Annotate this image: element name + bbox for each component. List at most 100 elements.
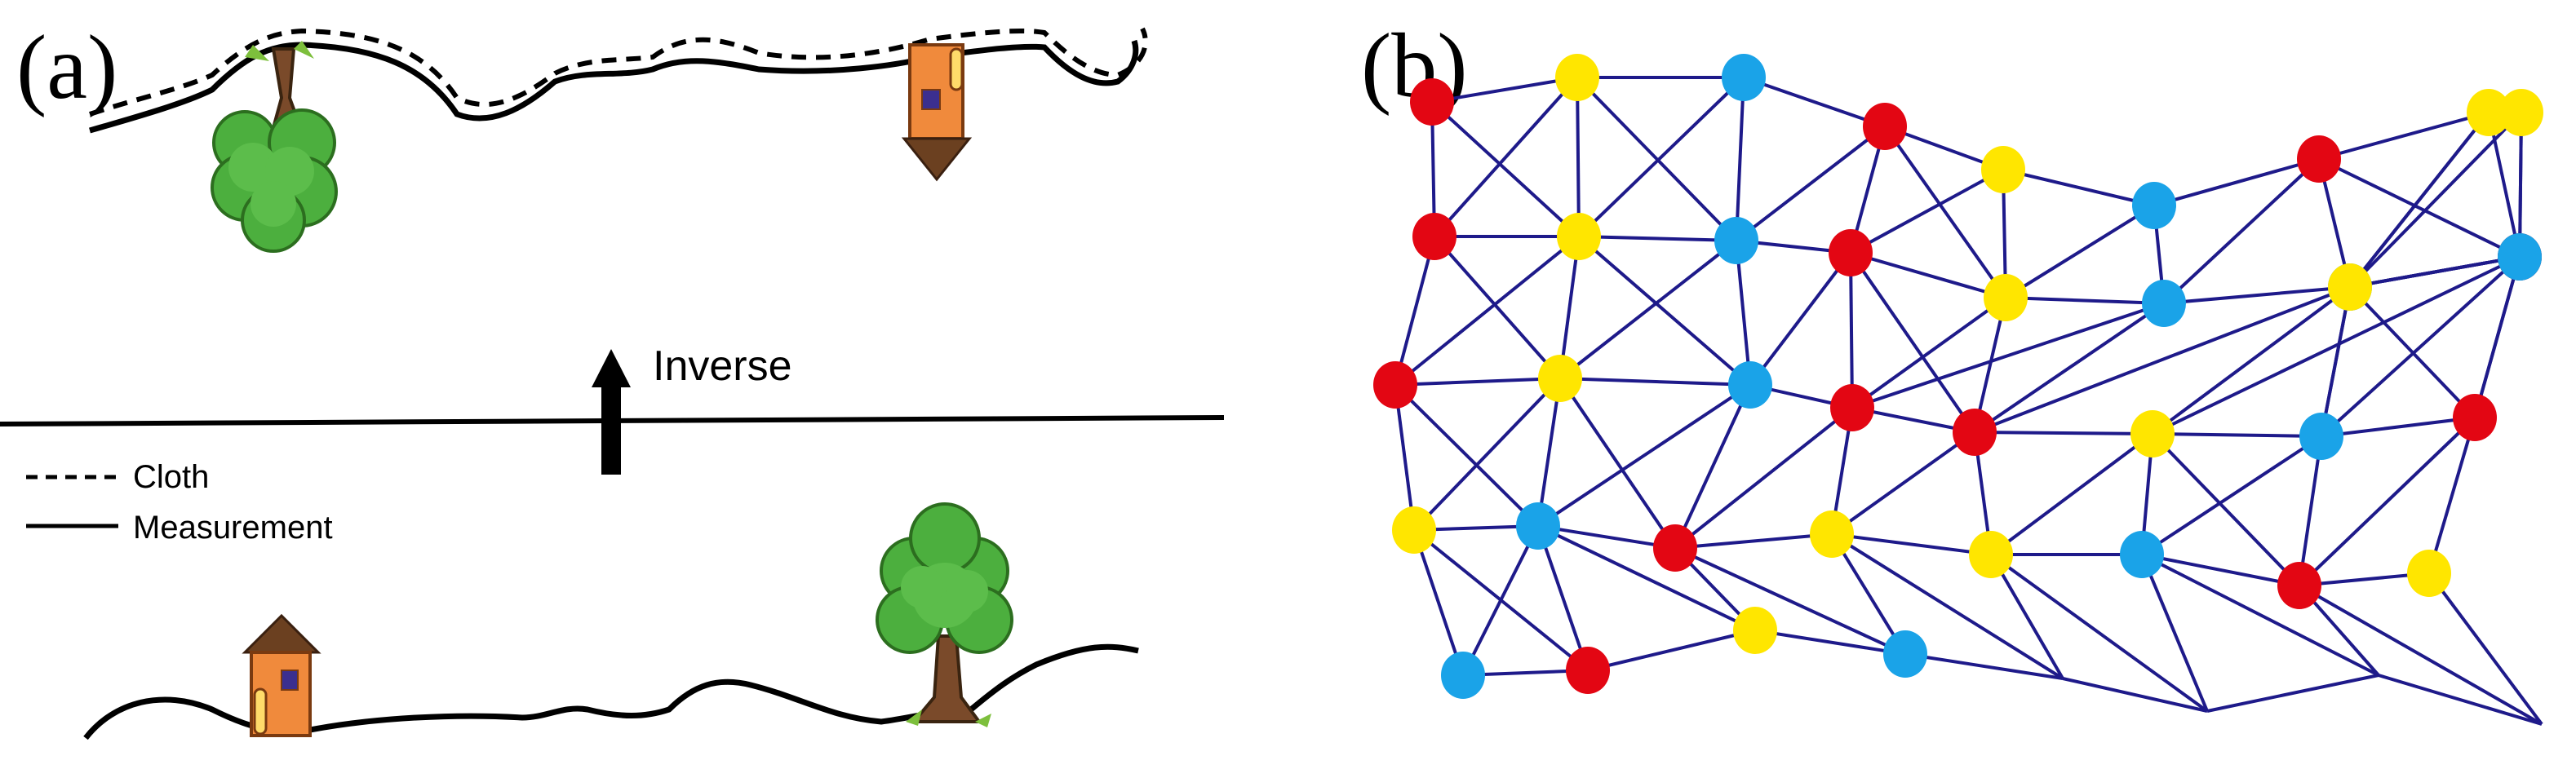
graph-edge	[2062, 677, 2208, 713]
graph-node-yellow	[2467, 89, 2511, 136]
graph-edge	[2487, 112, 2521, 258]
graph-edge	[1974, 431, 2153, 435]
graph-node-yellow	[1810, 510, 1854, 558]
graph-edge	[2141, 553, 2300, 587]
graph-edge	[1674, 384, 1752, 549]
inverted-tree-icon	[211, 41, 338, 253]
graph-edge	[1587, 629, 1756, 672]
graph-edge	[2473, 256, 2521, 418]
graph-edge	[2162, 157, 2321, 305]
graph-edge	[2004, 204, 2156, 299]
graph-edge	[2378, 674, 2543, 726]
graph-edge	[1851, 302, 2165, 409]
graph-node-red	[1566, 647, 1610, 694]
graph-edge	[1830, 431, 1976, 536]
graph-edge	[1412, 529, 1465, 676]
graph-edge	[2318, 157, 2521, 259]
graph-node-blue	[1516, 502, 1560, 550]
graph-node-yellow	[1969, 531, 2013, 578]
graph-edge	[2141, 553, 2379, 677]
graph-edge	[1394, 377, 1561, 387]
graph-edge	[2152, 432, 2322, 438]
graph-edge	[1674, 546, 1906, 656]
graph-edges	[1394, 76, 2543, 726]
measurement-curve-inverted	[89, 39, 1139, 134]
inverse-arrow-icon	[592, 349, 631, 475]
graph-edge	[2348, 111, 2523, 289]
legend-measurement-label: Measurement	[133, 510, 333, 546]
graph-node-yellow	[1392, 506, 1436, 554]
graph-node-red	[1863, 103, 1907, 150]
graph-node-yellow	[1538, 355, 1582, 402]
graph-edge	[1558, 377, 1677, 550]
graph-edge	[2298, 435, 2323, 586]
graph-edge	[2002, 168, 2155, 207]
graph-edge	[1831, 533, 1992, 556]
graph-node-blue	[2132, 182, 2176, 229]
graph-node-blue	[2120, 531, 2164, 578]
panel-a-label: (a)	[16, 17, 117, 118]
graph-edge	[1735, 125, 1887, 242]
graph-node-yellow	[2499, 89, 2543, 136]
measurement-curve-lower	[83, 643, 1139, 740]
panel-a: (a)	[0, 17, 1225, 740]
graph-edge	[1735, 77, 1745, 241]
graph-edge	[2299, 584, 2543, 726]
graph-node-red	[1829, 229, 1873, 276]
graph-edge	[1536, 525, 1589, 671]
cloth-curve-inverted	[89, 27, 1148, 117]
panel-b: (b)	[1361, 15, 2543, 726]
graph-edge	[1735, 240, 1752, 386]
graph-edge	[1576, 76, 1738, 242]
graph-node-blue	[2498, 233, 2542, 281]
inverse-caption: Inverse	[653, 343, 792, 390]
graph-edge	[2320, 255, 2521, 438]
graph-edge	[1394, 384, 1416, 531]
graph-edge	[2206, 674, 2379, 713]
inverted-house-icon	[901, 43, 973, 182]
graph-edge	[1830, 533, 2064, 680]
graph-edge	[1430, 100, 1581, 238]
graph-node-blue	[2299, 413, 2343, 460]
graph-edge	[1849, 252, 1854, 409]
graph-edge	[1431, 76, 1578, 104]
graph-edge	[1412, 377, 1562, 532]
graph-edge	[2427, 572, 2543, 726]
graph-node-blue	[2142, 280, 2186, 327]
graph-edge	[2163, 285, 2351, 305]
graph-node-red	[2453, 394, 2497, 441]
graph-edge	[2427, 417, 2476, 574]
graph-edge	[1850, 251, 2006, 299]
graph-edge	[1558, 236, 1581, 379]
graph-edge	[2321, 416, 2476, 438]
graph-nodes	[1373, 54, 2543, 699]
graph-edge	[1558, 239, 1738, 380]
graph-edge	[1989, 553, 2064, 680]
graph-node-yellow	[1733, 607, 1777, 654]
graph-edge	[1433, 235, 1562, 380]
tree-icon	[876, 502, 1013, 727]
graph-node-yellow	[2130, 410, 2175, 457]
graph-node-red	[2277, 562, 2321, 609]
house-icon	[242, 613, 321, 737]
graph-edge	[1578, 235, 1737, 242]
graph-edge	[2151, 285, 2352, 435]
graph-node-blue	[1728, 361, 1772, 409]
graph-edge	[1973, 302, 2166, 434]
graph-node-red	[1373, 361, 1417, 409]
graph-node-red	[1653, 524, 1697, 572]
graph-node-yellow	[1557, 213, 1601, 260]
graph-edge	[1849, 251, 1976, 434]
graph-edge	[1674, 533, 1833, 550]
graph-edge	[1537, 524, 1676, 550]
legend: Cloth Measurement	[26, 459, 333, 546]
graph-edge	[2518, 112, 2523, 258]
graph-node-blue	[1714, 217, 1758, 264]
graph-edge	[1536, 383, 1752, 528]
graph-node-blue	[1722, 54, 1766, 101]
graph-edge	[2151, 432, 2301, 587]
graph-edge	[1577, 76, 1745, 238]
graph-edge	[2349, 255, 2521, 289]
graph-node-yellow	[1555, 54, 1599, 101]
graph-node-red	[1412, 213, 1456, 260]
